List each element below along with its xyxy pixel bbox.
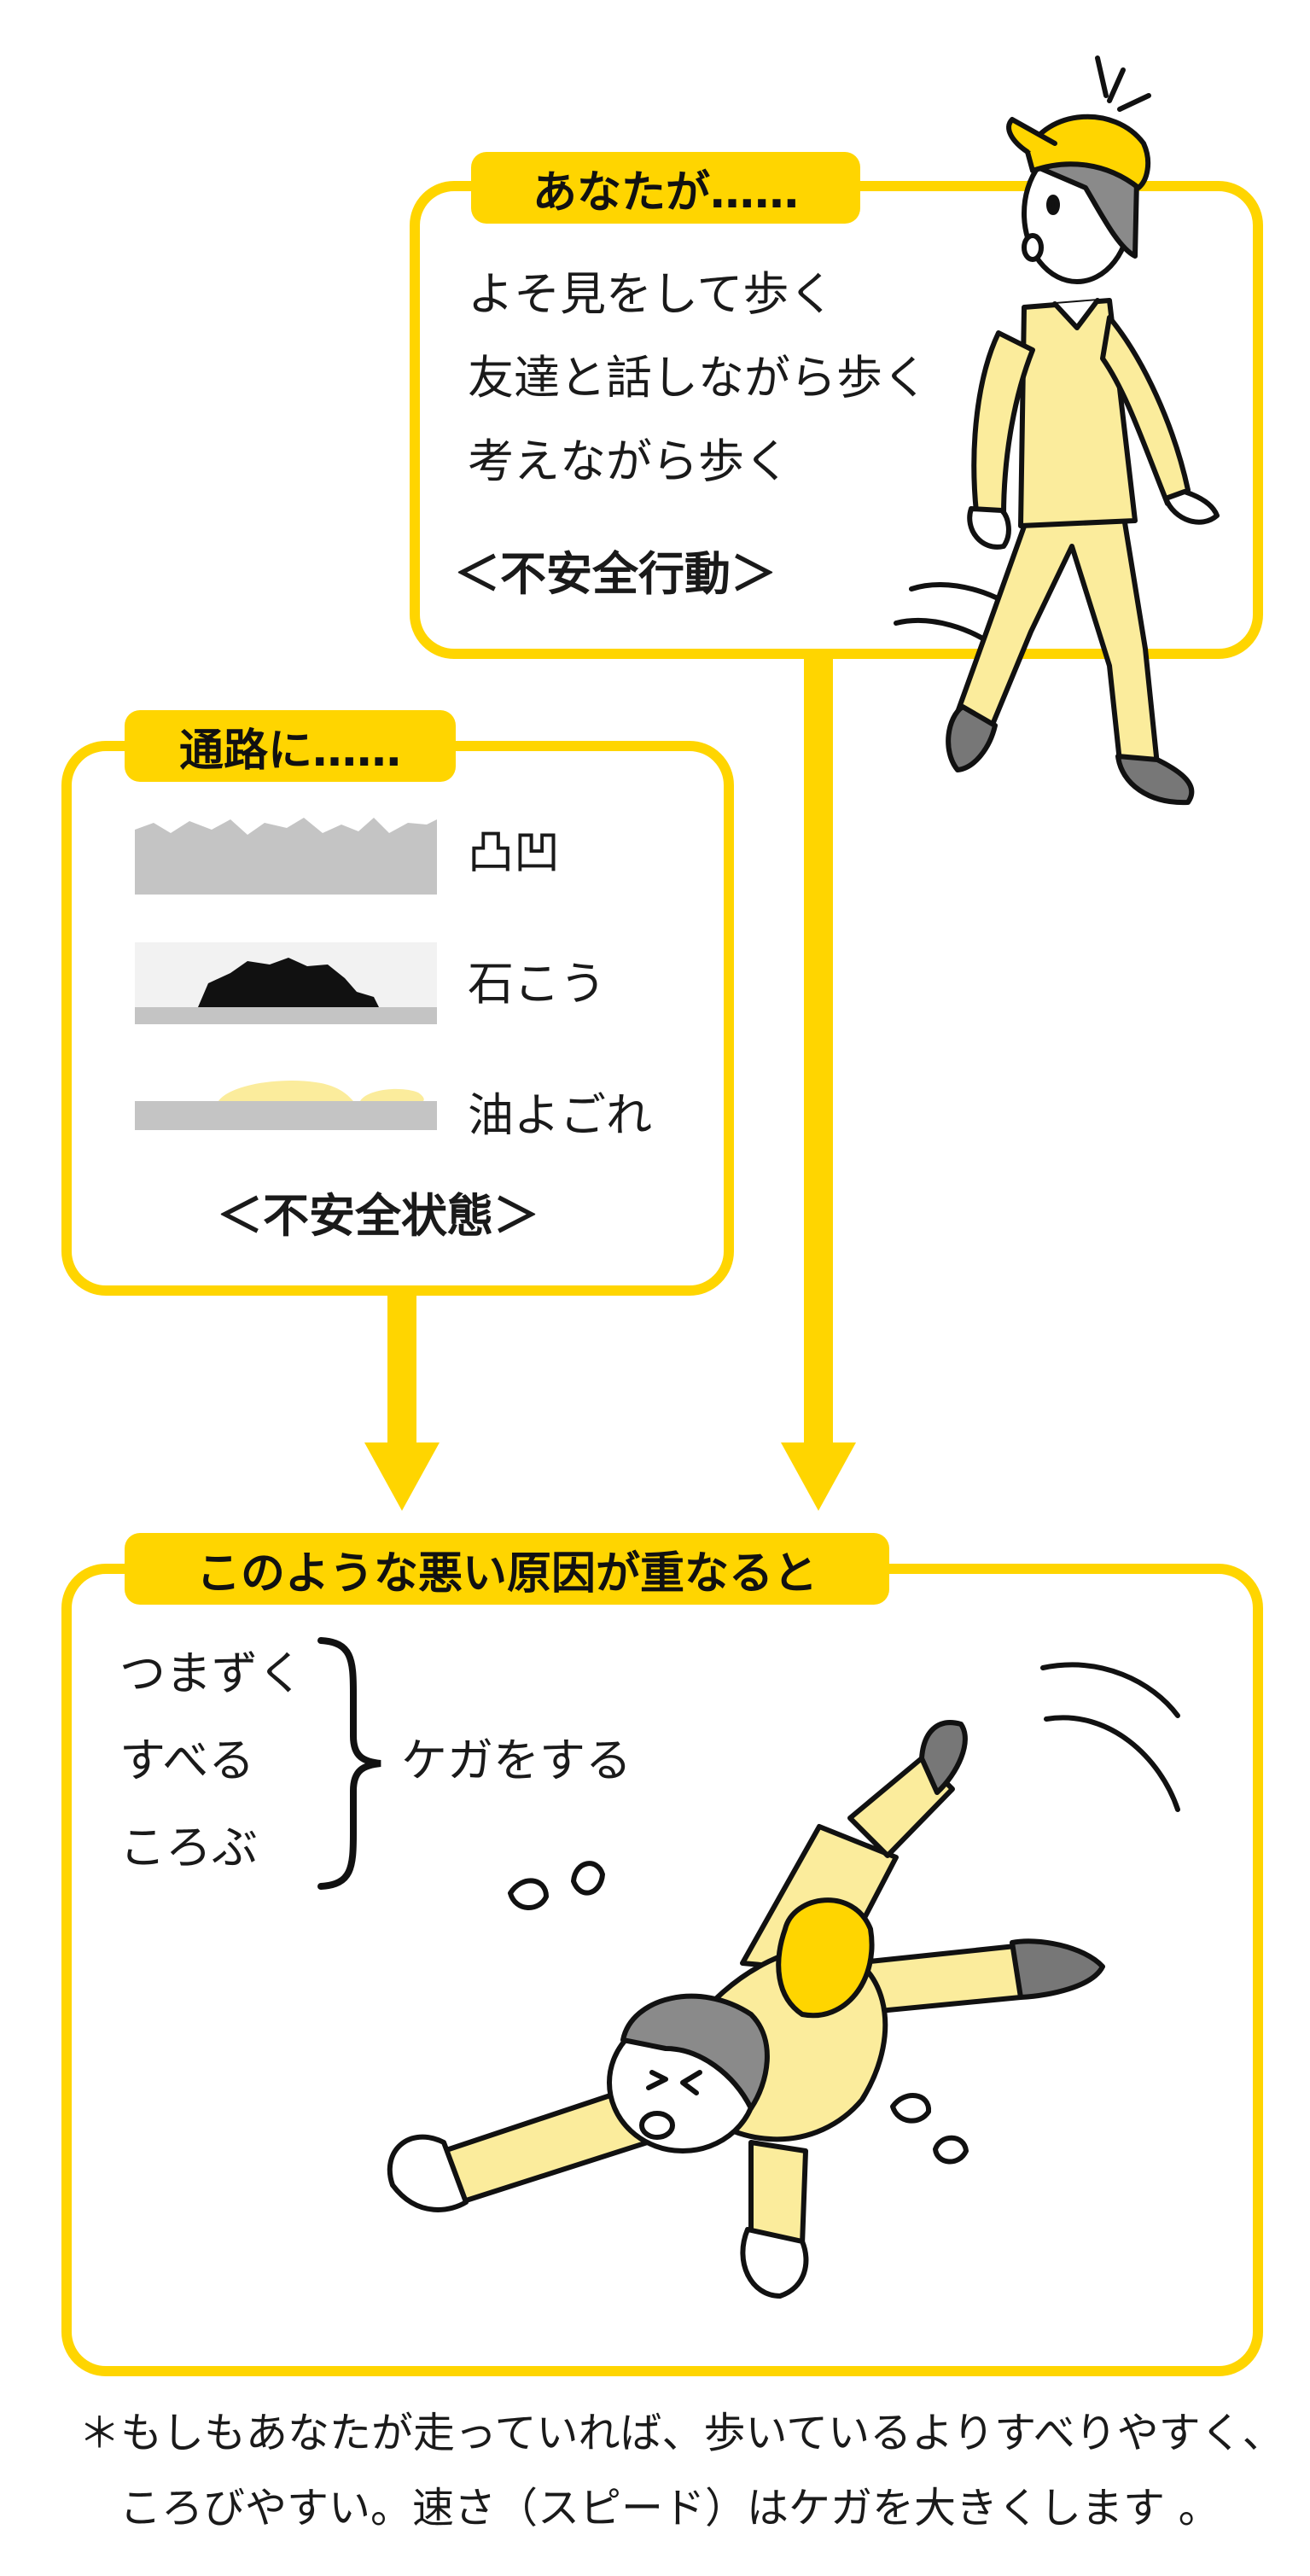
unsafe-action-tag: あなたが…… [471,152,860,224]
bumpy-floor-icon [135,818,437,895]
unsafe-condition-tag: 通路に…… [125,710,456,782]
shoe-icon [946,704,998,772]
plaster-debris-icon [198,958,379,1007]
arrow-right-shaft [804,649,833,1451]
result-outcome: ケガをする [401,1734,632,1787]
hazard-label-oil: 油よごれ [468,1088,652,1142]
arrow-right-head [781,1442,856,1511]
footnote-line-2: ころびやすい。速さ（スピード）はケガを大きくします 。 [119,2484,1220,2532]
oil-stain-small-icon [360,1088,424,1101]
falling-shoe-icon [919,1720,968,1795]
sweat-drop-icon [508,1878,549,1910]
oil-stain-icon [218,1081,353,1101]
unsafe-action-line-3: 考えながら歩く [468,434,790,488]
result-action-fall: ころぶ [119,1821,258,1874]
oil-floor [135,1101,437,1130]
unsafe-action-category: ＜不安全行動＞ [454,547,777,601]
surprise-line-icon [1095,55,1109,98]
unsafe-action-line-2: 友達と話しながら歩く [468,351,929,405]
result-action-trip: つまずく [119,1646,304,1700]
unsafe-action-line-1: よそ見をして歩く [468,267,835,321]
result-box [61,1564,1263,2376]
footnote-line-1: ＊もしもあなたが走っていれば、歩いているよりすべりやすく、 [79,2409,1284,2457]
arrow-left-head [364,1442,440,1511]
unsafe-condition-category: ＜不安全状態＞ [217,1189,539,1243]
result-action-slip: すべる [119,1734,255,1787]
hazard-label-plaster: 石こう [468,957,606,1011]
arrow-left-shaft [387,1280,416,1451]
result-tag: このような悪い原因が重なると [125,1533,889,1605]
plaster-floor [135,1007,437,1024]
safety-cap-icon [1025,114,1151,190]
hazard-label-bumps: 凸凹 [468,825,560,879]
fallen-cap-icon [776,1897,875,2019]
